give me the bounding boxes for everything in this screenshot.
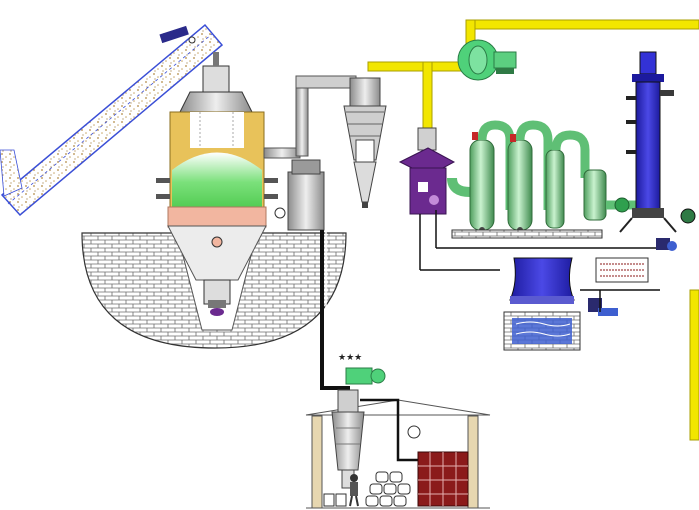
fan-marker: ★★★ <box>338 353 362 363</box>
right-yellow-pipe <box>689 289 699 441</box>
tar-separator-icon <box>398 127 456 215</box>
ash-discharge-icon <box>203 279 231 316</box>
conveyor-motor-icon <box>159 25 196 44</box>
worker-icon <box>349 474 359 507</box>
briquette-stack-icon <box>417 451 469 507</box>
char-transfer-pipe: ★★★ <box>320 230 386 390</box>
ash-silo-icon <box>331 389 422 489</box>
gasifier-reactor-icon <box>156 111 278 228</box>
combustion-tower-icon <box>619 51 696 233</box>
small-fan-icon: ★★★ <box>338 350 386 385</box>
screw-conveyor <box>0 23 224 217</box>
bagged-product-icon <box>323 471 411 507</box>
hopper-icon <box>179 52 253 113</box>
cooling-tower-icon <box>503 257 660 351</box>
raw-gas-pipe <box>263 75 357 231</box>
equipment-platform <box>419 210 660 271</box>
water-pump-icon <box>588 238 677 316</box>
brick-foundation <box>81 225 347 349</box>
reactor-nozzles <box>156 178 278 199</box>
scrubber-tower-icon <box>447 120 640 233</box>
centrifugal-fan-icon <box>457 39 517 81</box>
cyclone-separator-icon <box>343 77 387 208</box>
